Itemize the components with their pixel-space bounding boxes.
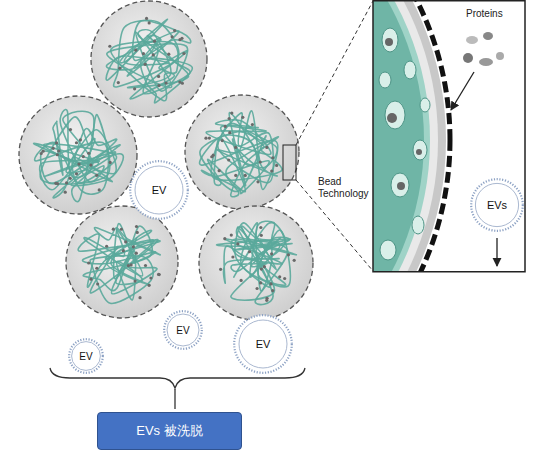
bead [19, 96, 137, 214]
protein [463, 53, 473, 63]
zoom-leader [296, 1, 373, 145]
ev-vesicle: EV [129, 160, 189, 220]
ev-vesicle: EVs [470, 178, 524, 232]
vesicle-label: EVs [487, 199, 507, 211]
protein [479, 58, 493, 66]
result-box: EVs 被洗脱 [97, 412, 242, 450]
ev-vesicle: EV [163, 310, 203, 350]
callout-label: Bead Technology [318, 176, 370, 200]
bead [91, 1, 207, 117]
protein-arrow [451, 72, 474, 110]
vesicle-label: EV [176, 325, 189, 336]
vesicle-label: EV [152, 184, 167, 196]
vesicle-label: EV [256, 338, 271, 350]
bracket-stem [174, 389, 175, 409]
box-text: EVs 被洗脱 [136, 422, 202, 440]
vesicle-label: EV [79, 351, 92, 362]
flow-arrow [496, 238, 497, 266]
protein [466, 36, 478, 44]
protein [496, 52, 504, 60]
zoom-marker [283, 145, 296, 180]
part-label: Proteins [466, 8, 521, 20]
bead [185, 95, 299, 209]
ev-vesicle: EV [68, 338, 104, 374]
protein [483, 32, 493, 40]
bead [66, 206, 178, 318]
bead [199, 206, 313, 320]
zoom-view [373, 0, 525, 272]
ev-vesicle: EV [233, 314, 293, 374]
